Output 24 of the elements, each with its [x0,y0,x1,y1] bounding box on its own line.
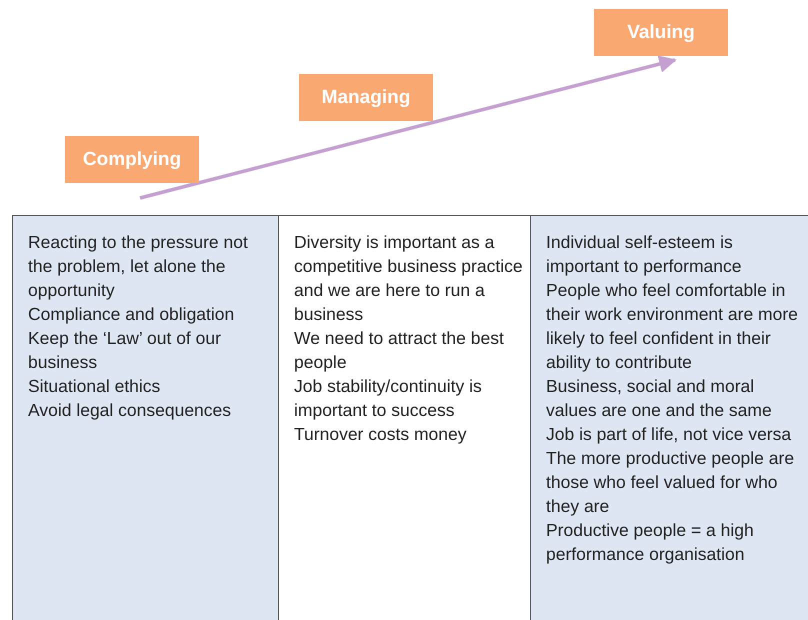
statement-text: Avoid legal consequences [28,399,232,422]
statement-text: Business, social and moral values are one and the same [546,375,773,422]
statement-text: We need to attract the best people [294,327,505,374]
statement-text: People who feel comfortable in their work environment are more likely to feel confident in their ability to contribute [546,279,799,374]
stage-label: Complying [82,148,182,170]
stage-label: Managing [322,86,410,108]
statement-text: Keep the ‘Law’ out of our business [28,327,222,374]
column-panel [530,215,808,620]
statement-text: Productive people = a high performance organisation [546,519,755,566]
statement-text: Compliance and obligation [28,303,236,326]
statement-text: Job is part of life, not vice versa [546,423,792,446]
column-panel [12,215,279,620]
stage-box [594,9,728,56]
statement-text: Diversity is important as a competitive business practice and we are here to run a business [294,231,524,326]
statement-text: The more productive people are those who feel valued for who they are [546,447,796,518]
statement-text: Situational ethics [28,375,162,398]
statement-text: Reacting to the pressure not the problem, let alone the opportunity [28,231,249,302]
stage-label: Valuing [627,22,695,44]
stage-box [299,74,433,121]
stage-box [65,136,199,183]
statement-text: Turnover costs money [294,423,468,446]
statement-text: Job stability/continuity is important to success [294,375,483,422]
statement-text: Individual self-esteem is important to performance [546,231,743,278]
column-panel [278,215,531,620]
